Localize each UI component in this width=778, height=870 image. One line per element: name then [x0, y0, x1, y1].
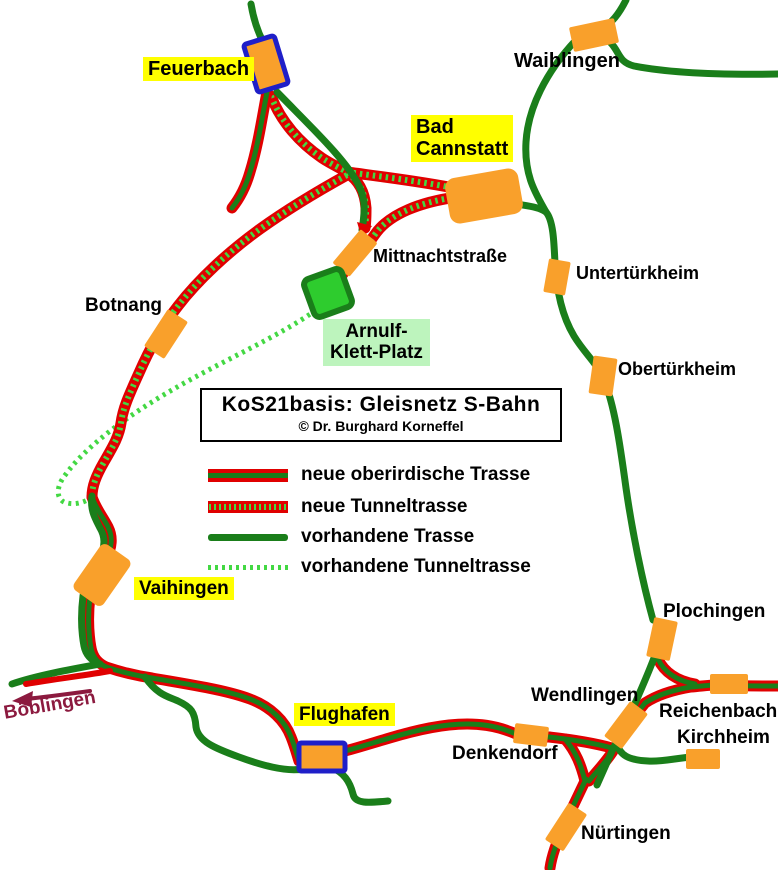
label-line: Arnulf-	[345, 321, 408, 342]
track-new-denkendorf-wendlingen-core	[546, 734, 615, 751]
legend-row-new-tunnel: neue Tunneltrasse	[208, 496, 467, 518]
station-obertuerkheim	[588, 355, 618, 397]
label-line: Obertürkheim	[618, 359, 737, 379]
label-arnulf-klett-platz: Arnulf-Klett-Platz	[323, 319, 430, 366]
legend-swatch-new-tunnel	[208, 501, 288, 513]
label-line: Flughafen	[299, 704, 390, 725]
station-plochingen	[646, 617, 678, 661]
label-line: Wendlingen	[531, 685, 639, 706]
track-existing-waiblingen-east	[606, 38, 778, 78]
legend-label-existing: vorhandene Trasse	[301, 526, 475, 547]
label-line: Reichenbach	[659, 701, 778, 722]
legend-swatch-existing	[208, 533, 288, 541]
label-line: Botnang	[85, 295, 163, 316]
label-flughafen: Flughafen	[294, 703, 395, 727]
label-wendlingen: Wendlingen	[531, 685, 638, 706]
label-line: Denkendorf	[452, 743, 558, 764]
track-new-feuerbach-south-core	[229, 89, 270, 211]
label-line: Untertürkheim	[576, 263, 700, 283]
label-line: Nürtingen	[581, 823, 671, 844]
label-mittnachtstrasse: Mittnachtstraße	[373, 246, 507, 266]
track-tunnel-feuerbach-junction-casing	[265, 90, 353, 178]
label-line: Mittnachtstraße	[373, 246, 508, 266]
station-wendlingen	[604, 701, 648, 749]
track-existing-boeblingen	[8, 660, 104, 688]
legend-label-existing-tunnel: vorhandene Tunneltrasse	[301, 556, 531, 577]
station-reichenbach	[710, 674, 748, 694]
map-title: KoS21basis: Gleisnetz S-Bahn	[221, 393, 541, 416]
legend-row-new-surface: neue oberirdische Trasse	[208, 464, 530, 486]
track-new-plochingen-reichenbach-core	[655, 656, 698, 687]
label-line: Cannstatt	[416, 138, 509, 161]
station-flughafen	[296, 740, 348, 774]
label-line: Kirchheim	[677, 727, 770, 748]
legend-label-new-tunnel: neue Tunneltrasse	[301, 496, 468, 517]
label-denkendorf: Denkendorf	[452, 743, 558, 764]
label-line: Plochingen	[663, 601, 766, 622]
label-reichenbach: Reichenbach	[659, 701, 777, 722]
track-existing-feuerbach-mittnachtstrasse	[273, 88, 368, 234]
station-bad-cannstatt	[445, 168, 523, 224]
station-waiblingen	[569, 18, 619, 52]
map-copyright: © Dr. Burghard Korneffel	[298, 418, 464, 434]
label-vaihingen: Vaihingen	[134, 577, 234, 601]
label-nuertingen: Nürtingen	[581, 823, 671, 844]
track-new-denkendorf-nuertingen-core	[562, 736, 588, 784]
label-line: Waiblingen	[514, 50, 620, 72]
track-existing-flughafen-loop	[141, 673, 307, 774]
label-botnang: Botnang	[85, 295, 162, 316]
track-existing-kirchheim-branch	[613, 740, 696, 765]
label-obertuerkheim: Obertürkheim	[618, 359, 736, 379]
track-tunnel-junction-botnang-portal-casing	[86, 169, 353, 503]
label-kirchheim: Kirchheim	[677, 727, 770, 748]
station-nuertingen	[545, 803, 587, 851]
label-untertuerkheim: Untertürkheim	[576, 263, 699, 283]
label-line: Vaihingen	[139, 578, 229, 599]
label-feuerbach: Feuerbach	[143, 57, 255, 82]
label-boeblingen: Böblingen	[2, 687, 97, 724]
track-tunnel-junction-badcannstatt-core	[346, 169, 460, 192]
legend-swatch-new-surface	[208, 468, 288, 482]
label-plochingen: Plochingen	[663, 601, 765, 622]
legend-label-new-surface: neue oberirdische Trasse	[301, 464, 531, 485]
label-line: Bad	[416, 116, 454, 138]
station-denkendorf	[513, 723, 549, 747]
legend-swatch-existing-tunnel	[208, 564, 288, 570]
boeblingen-arrowhead	[12, 691, 33, 707]
label-line: Klett-Platz	[330, 342, 423, 364]
label-waiblingen: Waiblingen	[514, 50, 620, 72]
station-untertuerkheim	[543, 258, 571, 296]
legend-row-existing-tunnel: vorhandene Tunneltrasse	[208, 556, 531, 578]
legend-row-existing: vorhandene Trasse	[208, 526, 474, 548]
station-vaihingen	[73, 544, 131, 606]
station-kirchheim	[686, 749, 720, 769]
station-mittnachtstrasse	[333, 229, 377, 277]
station-botnang	[144, 309, 188, 359]
station-arnulf-klett-platz	[301, 266, 355, 320]
label-line: Feuerbach	[148, 58, 250, 80]
track-new-boeblingen-red-stub	[23, 668, 113, 687]
label-line: Böblingen	[2, 687, 98, 724]
title-box: KoS21basis: Gleisnetz S-Bahn © Dr. Burgh…	[200, 388, 562, 442]
